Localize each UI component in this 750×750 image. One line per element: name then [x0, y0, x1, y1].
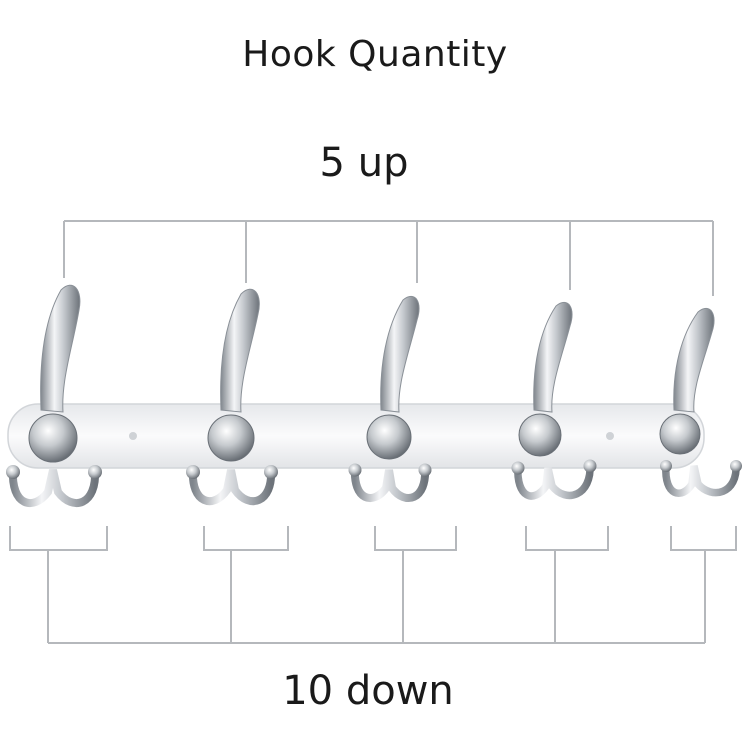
lower-hooks-label: 10 down	[282, 668, 454, 714]
upper-bracket	[63, 220, 714, 296]
hook-5	[659, 307, 742, 497]
screw-hole	[606, 432, 614, 440]
hook-4	[511, 301, 597, 500]
hook-2	[186, 288, 278, 506]
page-title: Hook Quantity	[242, 34, 508, 75]
hook-3	[348, 295, 432, 502]
upper-hooks-label: 5 up	[319, 140, 409, 186]
hook-1	[6, 284, 102, 507]
mounting-rail	[7, 403, 705, 469]
lower-bracket	[9, 526, 737, 644]
screw-hole	[129, 432, 137, 440]
